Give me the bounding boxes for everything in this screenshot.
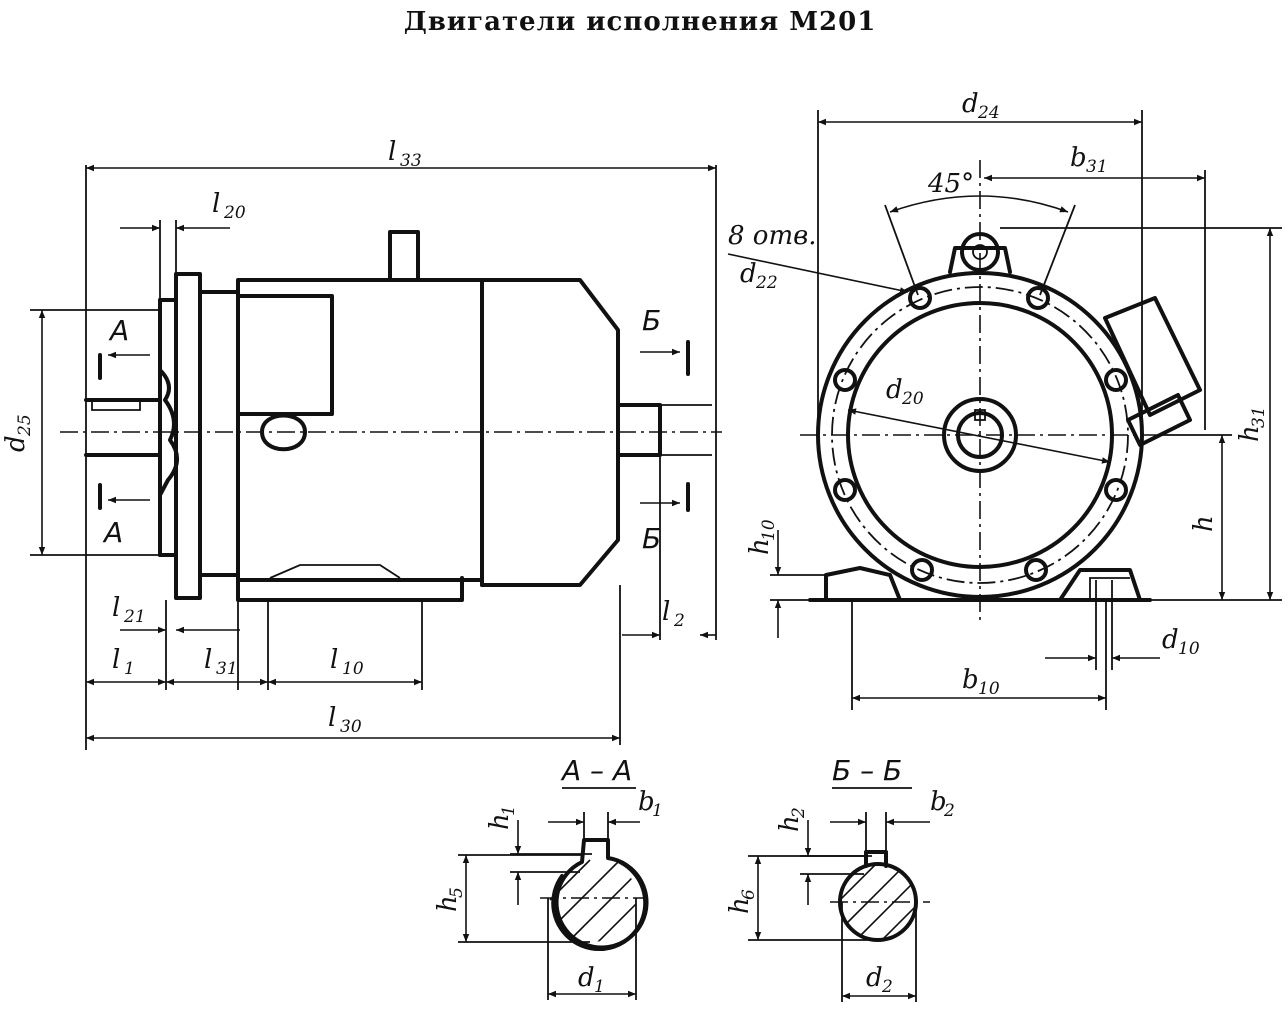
motor-body (236, 278, 484, 582)
l33-label: l (388, 137, 396, 167)
foot-right (1058, 568, 1142, 602)
flange-break (158, 368, 179, 497)
d24-sub: 24 (977, 103, 1000, 123)
b31-label: b (1070, 143, 1087, 173)
h1-label: h (485, 813, 515, 830)
l2-label: l (662, 597, 670, 627)
l1-sub: 1 (124, 659, 135, 679)
h10-label: h (745, 538, 775, 555)
lifting-eye (388, 230, 420, 282)
terminal-box (236, 294, 334, 416)
h2-sub: 2 (789, 807, 809, 819)
h31-label: h (1235, 425, 1265, 442)
foot-left (824, 566, 902, 602)
drain-boss (260, 413, 307, 452)
angle-label: 45° (927, 169, 974, 199)
d20-label: d (886, 375, 903, 405)
cut-b-bottom: Б (642, 522, 661, 555)
drawing-title: Двигатели исполнения М201 (404, 7, 877, 37)
flange-plate (174, 272, 202, 600)
rear-cover (480, 278, 620, 587)
d24-label: d (962, 89, 979, 119)
d2-sub: 2 (881, 977, 893, 997)
l10-sub: 10 (342, 659, 364, 679)
l20-label: l (212, 189, 220, 219)
motor-feet (236, 573, 464, 602)
h5-label: h (433, 895, 463, 912)
d22-label: d (740, 259, 757, 289)
l30-label: l (328, 703, 336, 733)
end-shield (198, 290, 240, 577)
d10-sub: 10 (1178, 639, 1200, 659)
cut-b-top: Б (642, 304, 661, 337)
d25-sub: 25 (15, 414, 35, 437)
holes-label: 8 отв. (728, 221, 817, 251)
h2-label: h (775, 815, 805, 832)
l21-label: l (112, 593, 120, 623)
d22-sub: 22 (755, 273, 778, 293)
l1-label: l (112, 645, 120, 675)
side-view: l 33 l 20 d 25 А А Б Б l 21 (1, 137, 722, 750)
l21-sub: 21 (123, 607, 146, 627)
l33-sub: 33 (400, 151, 422, 171)
d20-sub: 20 (901, 389, 924, 409)
d2-label: d (866, 963, 883, 993)
d1-label: d (578, 963, 595, 993)
h1-sub: 1 (499, 805, 519, 816)
front-shaft (84, 398, 162, 457)
front-view: d 24 b 31 45° 8 отв. d 22 d 20 h 31 (727, 89, 1282, 710)
l2-sub: 2 (673, 611, 685, 631)
b1-sub: 1 (652, 801, 663, 821)
b1-label: b (638, 787, 655, 817)
l31-sub: 31 (216, 659, 238, 679)
h31-sub: 31 (1249, 406, 1269, 428)
d25-label: d (1, 435, 31, 452)
h6-label: h (725, 897, 755, 914)
h5-sub: 5 (447, 887, 467, 898)
section-bb-label: Б – Б (832, 754, 902, 787)
d10-label: d (1162, 625, 1179, 655)
d1-sub: 1 (594, 977, 605, 997)
b31-sub: 31 (1086, 157, 1108, 177)
b2-sub: 2 (943, 801, 955, 821)
cut-a-top: А (108, 314, 129, 347)
l20-sub: 20 (223, 203, 246, 223)
b2-label: b (930, 787, 947, 817)
section-aa: А – А b 1 h 1 h 5 (433, 754, 663, 1000)
l31-label: l (204, 645, 212, 675)
h10-sub: 10 (759, 519, 779, 541)
section-aa-label: А – А (560, 754, 632, 787)
bolt-holes (833, 286, 1128, 582)
h6-sub: 6 (739, 889, 759, 900)
l30-sub: 30 (340, 717, 362, 737)
l10-label: l (330, 645, 338, 675)
front-terminal-box (1103, 296, 1202, 417)
section-bb: Б – Б b 2 h 2 h 6 (725, 754, 955, 1002)
rear-shaft (616, 403, 662, 457)
h-label: h (1189, 515, 1219, 532)
cut-a-bottom: А (102, 516, 123, 549)
b10-sub: 10 (978, 679, 1000, 699)
b10-label: b (962, 665, 979, 695)
